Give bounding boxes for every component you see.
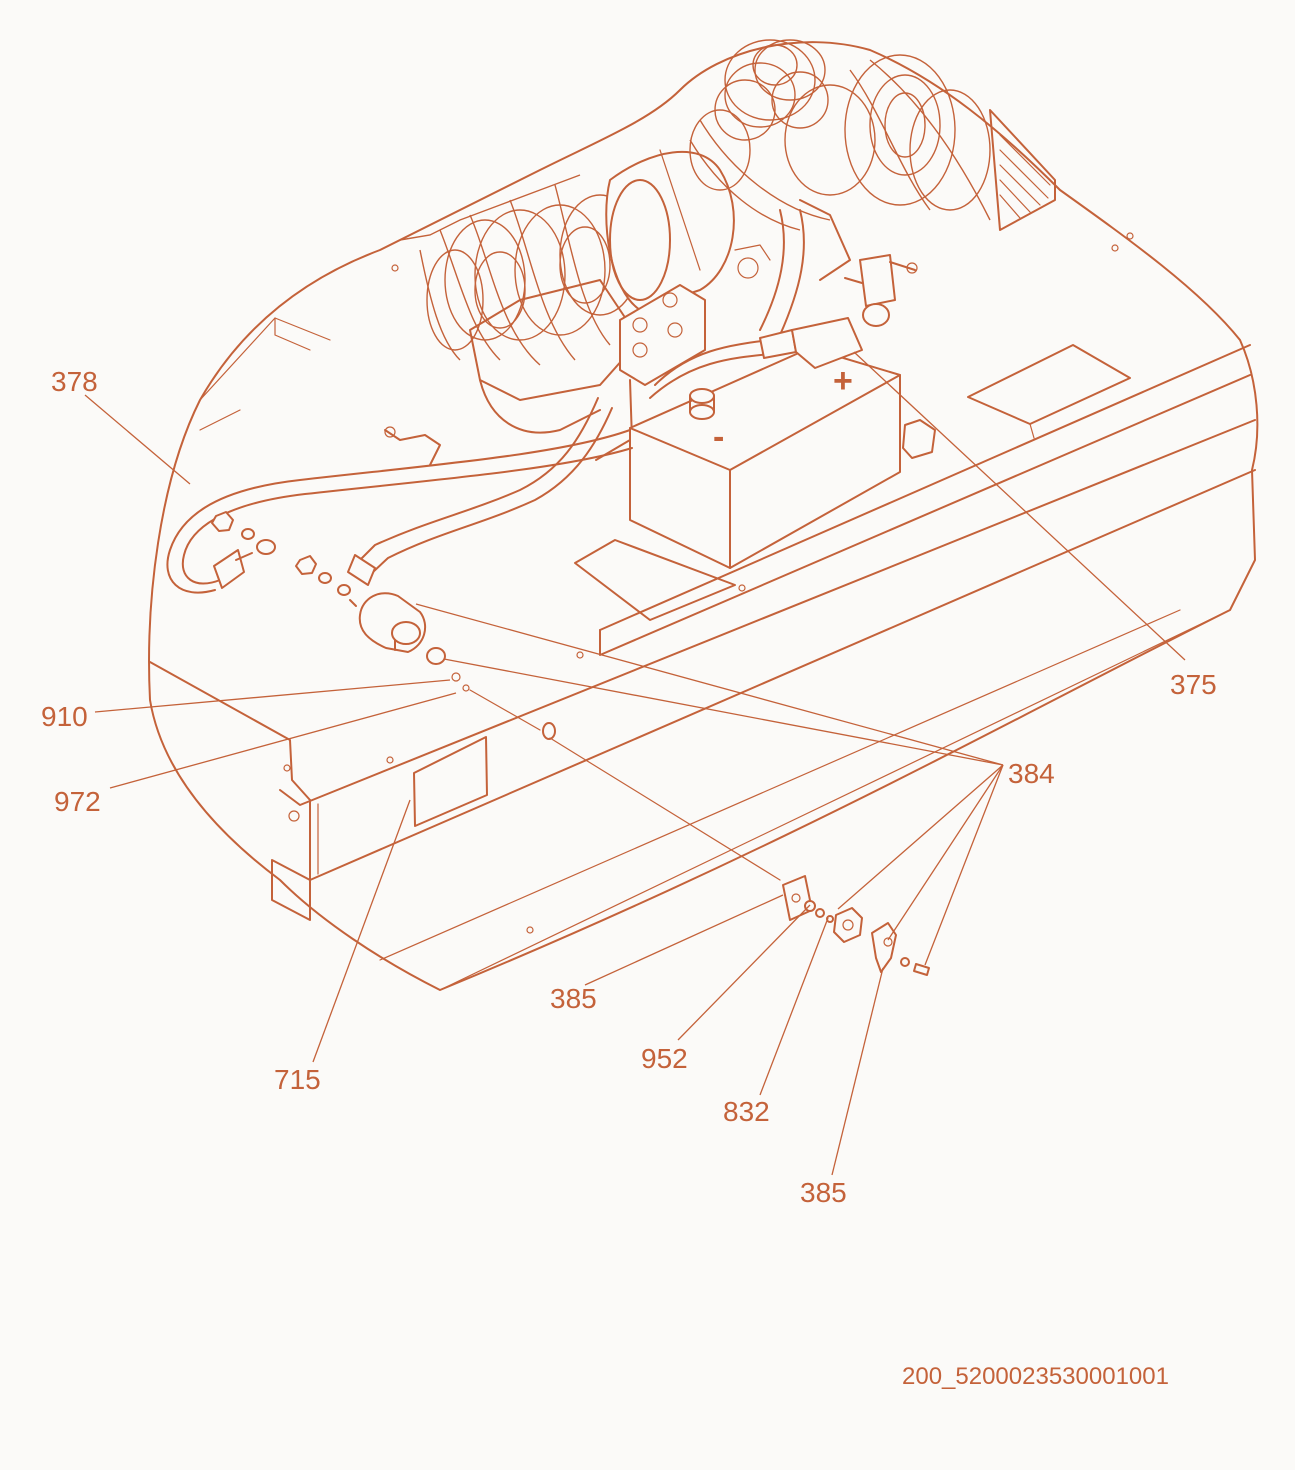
callout-385-lower: 385 [800,1177,847,1208]
callout-378: 378 [51,366,98,397]
callout-715: 715 [274,1064,321,1095]
battery-positive-sign: + [833,362,853,400]
ground-cable [166,397,633,596]
battery: + - [629,347,936,569]
callout-labels: 378 375 910 972 384 385 952 715 832 385 [41,366,1217,1208]
positive-battery-cable [595,317,863,461]
unit-housing [148,41,1259,991]
callout-384: 384 [1008,758,1055,789]
leader-lines [84,351,1186,1176]
drawing-id: 200_5200023530001001 [902,1363,1169,1390]
callout-910: 910 [41,701,88,732]
callout-375: 375 [1170,669,1217,700]
callout-972: 972 [54,786,101,817]
callout-385-upper: 385 [550,983,597,1014]
bracket-switch-assembly [782,875,930,976]
callout-952: 952 [641,1043,688,1074]
engine-assembly [384,39,1056,466]
fuel-fitting-hardware [349,592,781,881]
callout-832: 832 [723,1096,770,1127]
battery-negative-sign: - [713,418,724,456]
